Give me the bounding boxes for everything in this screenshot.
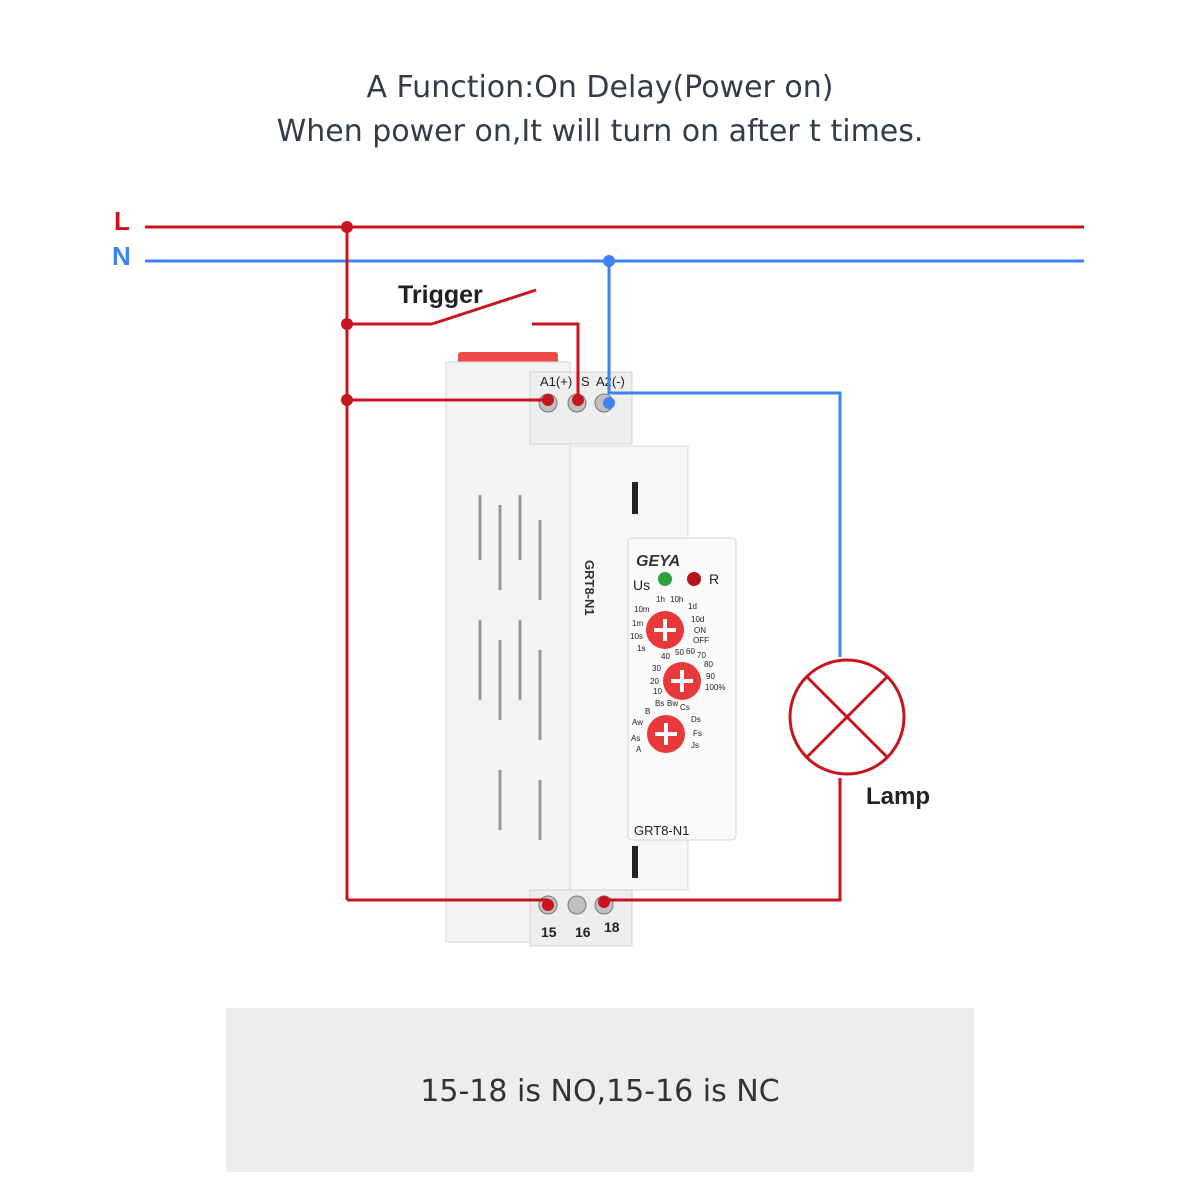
dial-label: Aw: [632, 718, 643, 727]
dial-label: Ds: [691, 715, 701, 724]
neutral-label: N: [112, 241, 131, 271]
terminal-16-label: 16: [575, 924, 591, 940]
dial-label: 10s: [630, 632, 643, 641]
dial-label: 70: [697, 651, 706, 660]
dial-label: Bs: [655, 699, 664, 708]
neutral-junction: [603, 255, 615, 267]
dial-label: 90: [706, 672, 715, 681]
relay-side-model: GRT8-N1: [582, 560, 597, 616]
dial-label: 1h: [656, 595, 665, 604]
dial-label: A: [636, 745, 642, 754]
trigger-to-s-wire: [532, 322, 580, 400]
terminal-15-label: 15: [541, 924, 557, 940]
dial-label: 1m: [632, 619, 643, 628]
terminal-s-label: S: [581, 374, 590, 389]
diagram-title: A Function:On Delay(Power on): [366, 70, 834, 105]
dial-label: Js: [691, 741, 699, 750]
contact-note: 15-18 is NO,15-16 is NC: [420, 1074, 780, 1109]
dial-label: ON: [694, 626, 706, 635]
dial-label: As: [631, 734, 640, 743]
us-led-icon: [658, 572, 672, 586]
dial-label: 20: [650, 677, 659, 686]
dial-label: 1s: [637, 644, 645, 653]
dial-label: 80: [704, 660, 713, 669]
relay-module: GRT8-N1 A1(+) S A2(-) 15 16 18 GEYA Us R…: [445, 352, 737, 947]
dial-label: Cs: [680, 703, 690, 712]
note-box: 15-18 is NO,15-16 is NC: [226, 1008, 974, 1172]
dial-label: 50: [675, 648, 684, 657]
dial-label: 10h: [670, 595, 683, 604]
dial-label: 1d: [688, 602, 697, 611]
front-model-label: GRT8-N1: [634, 823, 689, 838]
dial-label: 40: [661, 652, 670, 661]
diagram-subtitle: When power on,It will turn on after t ti…: [276, 114, 924, 149]
percent-knob[interactable]: [663, 662, 701, 700]
lamp-label: Lamp: [866, 783, 930, 810]
dial-label: 30: [652, 664, 661, 673]
dial-label: 60: [686, 647, 695, 656]
line-junction: [341, 221, 353, 233]
terminal-18-to-lamp-wire: [604, 778, 842, 902]
brand-logo: GEYA: [636, 553, 680, 570]
dial-label: B: [645, 707, 650, 716]
line-wiring: [145, 225, 1084, 902]
dial-label: 10m: [634, 605, 650, 614]
function-knob[interactable]: [647, 715, 685, 753]
trigger-switch-blade: [431, 288, 537, 326]
dial-label: 10: [653, 687, 662, 696]
r-indicator-label: R: [709, 571, 719, 587]
us-indicator-label: Us: [633, 577, 650, 593]
time-range-knob[interactable]: [646, 611, 684, 649]
relay-side-body: [445, 361, 571, 943]
dial-label: 100%: [705, 683, 725, 692]
lamp-icon: [788, 658, 906, 776]
dial-label: Fs: [693, 729, 702, 738]
terminal-a1-label: A1(+): [540, 374, 572, 389]
trigger-label: Trigger: [398, 281, 483, 309]
line-label: L: [114, 206, 130, 236]
terminal-18-label: 18: [604, 919, 620, 935]
r-led-icon: [687, 572, 701, 586]
dial-label: OFF: [693, 636, 709, 645]
dial-label: Bw: [667, 699, 678, 708]
dial-label: 10d: [691, 615, 704, 624]
wiring-diagram: GRT8-N1 A1(+) S A2(-) 15 16 18 GEYA Us R…: [112, 206, 1084, 947]
neutral-to-lamp-wire: [607, 261, 842, 657]
